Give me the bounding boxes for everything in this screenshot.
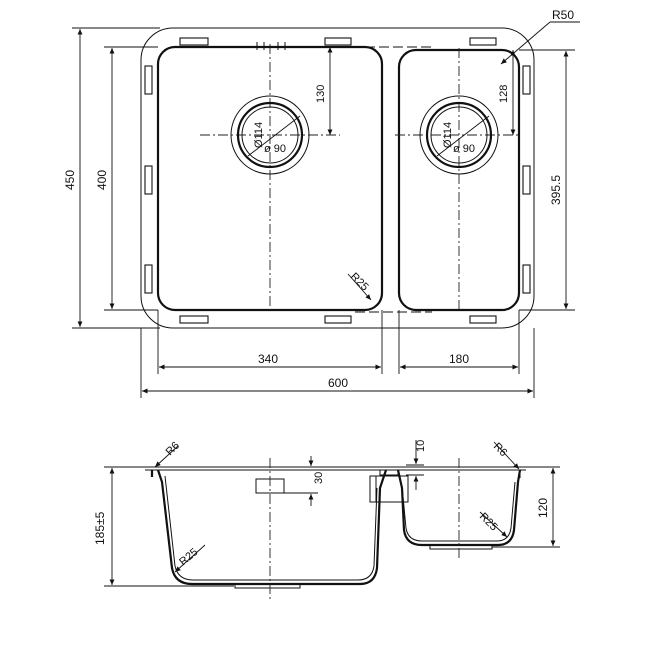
left-drain-mid bbox=[236, 101, 304, 169]
inner-radius-label: R25 bbox=[348, 271, 371, 294]
mount-slot bbox=[522, 264, 531, 294]
left-drain-outer bbox=[230, 95, 310, 175]
mount-slot bbox=[469, 315, 497, 324]
mount-slot bbox=[324, 315, 352, 324]
right-drain-diameter-outer: Ø114 bbox=[442, 122, 454, 148]
dim-overflow-height: 30 bbox=[313, 472, 325, 484]
mount-slot bbox=[144, 65, 153, 95]
mount-slot bbox=[179, 37, 209, 46]
dim-right-bowl-height: 395.5 bbox=[549, 175, 563, 205]
dim-section-depth: 185±5 bbox=[93, 511, 107, 545]
center-bridge bbox=[369, 475, 409, 503]
mount-slot bbox=[144, 165, 153, 195]
left-bowl-section bbox=[150, 469, 388, 586]
rim-radius-left-label: R6 bbox=[164, 440, 182, 458]
bottom-radius-right-label: R25 bbox=[477, 511, 500, 534]
section-view: 185±5 120 30 10 R6 R6 R25 R25 bbox=[93, 440, 560, 600]
tick-marks bbox=[256, 42, 286, 50]
dim-left-drain-offset: 130 bbox=[315, 85, 327, 103]
right-drain-outer bbox=[419, 95, 499, 175]
mount-slot bbox=[324, 37, 352, 46]
left-drain-diameter-inner: ø 90 bbox=[264, 143, 286, 155]
right-drain-inner bbox=[430, 106, 488, 164]
mount-slot bbox=[179, 315, 209, 324]
dim-section-right-depth: 120 bbox=[536, 498, 550, 518]
dim-overall-height: 450 bbox=[63, 170, 77, 190]
dim-right-bowl-width: 180 bbox=[449, 352, 469, 366]
outer-rim bbox=[140, 27, 535, 329]
bottom-radius-left-label: R25 bbox=[177, 546, 200, 568]
plan-view: Ø114 ø 90 Ø114 ø 90 130 128 R50 R25 450 … bbox=[63, 8, 580, 398]
dim-overall-width: 600 bbox=[328, 376, 348, 390]
dim-left-bowl-height: 400 bbox=[95, 170, 109, 190]
right-bowl-section bbox=[396, 469, 522, 547]
right-drain-diameter-inner: ø 90 bbox=[453, 143, 475, 155]
mount-slot bbox=[522, 165, 531, 195]
rim-radius-right-label: R6 bbox=[491, 441, 509, 459]
left-drain-inner bbox=[241, 106, 299, 164]
dim-left-bowl-width: 340 bbox=[258, 352, 278, 366]
mount-slot bbox=[469, 37, 497, 46]
dim-right-drain-offset: 128 bbox=[498, 85, 510, 103]
mount-slot bbox=[522, 65, 531, 95]
left-drain-diameter-outer: Ø114 bbox=[253, 122, 265, 148]
mount-slot bbox=[144, 264, 153, 294]
outer-radius-label: R50 bbox=[552, 8, 574, 22]
dim-step-height: 10 bbox=[415, 440, 427, 452]
right-drain-mid bbox=[425, 101, 493, 169]
